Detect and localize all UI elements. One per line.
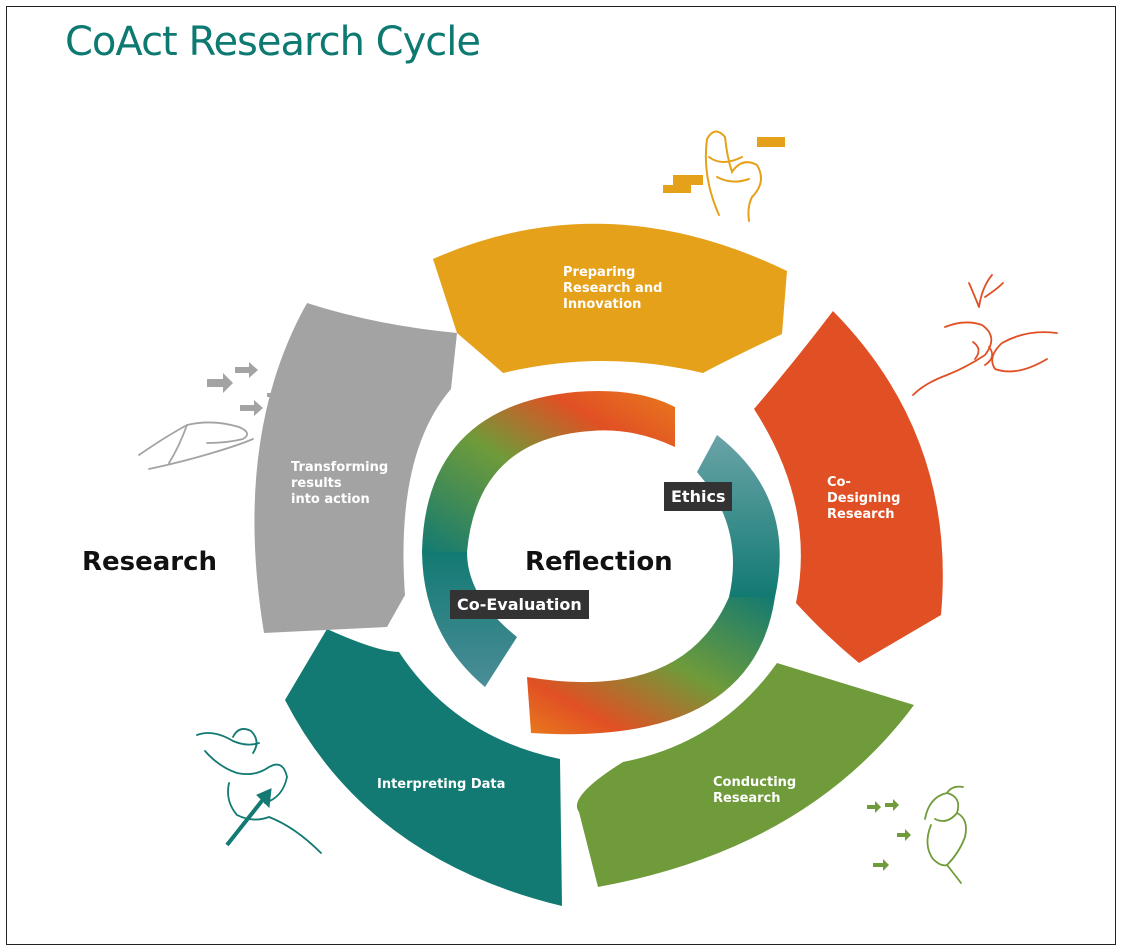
segment-preparing	[433, 223, 787, 373]
hands-holding-plant-icon	[912, 274, 1058, 396]
open-hands-icon	[138, 421, 254, 470]
page-title: CoAct Research Cycle	[65, 19, 481, 65]
segment-co-designing	[754, 311, 943, 663]
segment-transforming	[254, 303, 457, 633]
inner-ring-bottom	[527, 597, 775, 735]
right-arrows-icon	[207, 362, 284, 416]
pinching-hand-icon	[704, 130, 762, 222]
ok-hand-icon	[924, 785, 967, 884]
reflection-label: Reflection	[525, 547, 673, 577]
research-label: Research	[82, 547, 218, 577]
slide-frame: CoAct Research Cycle	[6, 6, 1116, 945]
segment-label-preparing: Preparing Research and Innovation	[563, 265, 663, 312]
co-evaluation-tag: Co-Evaluation	[450, 590, 589, 619]
segment-label-transforming: Transforming results into action	[291, 460, 389, 507]
hands-framing-icon	[196, 728, 322, 854]
segment-interpreting	[285, 629, 562, 906]
hand-arrows-icon	[867, 799, 911, 871]
research-cycle-diagram	[138, 130, 1058, 906]
ethics-tag: Ethics	[664, 482, 733, 511]
inner-ring-top	[422, 391, 675, 552]
speech-flags-icon	[663, 137, 785, 193]
segment-label-interpreting: Interpreting Data	[377, 777, 506, 792]
segment-conducting	[576, 663, 914, 887]
segment-label-co-designing: Co- Designing Research	[827, 475, 901, 522]
inner-ring-right	[697, 435, 780, 597]
segment-label-conducting: Conducting Research	[713, 775, 797, 806]
teal-arrow-icon	[225, 788, 272, 847]
inner-ring-left	[422, 552, 517, 687]
